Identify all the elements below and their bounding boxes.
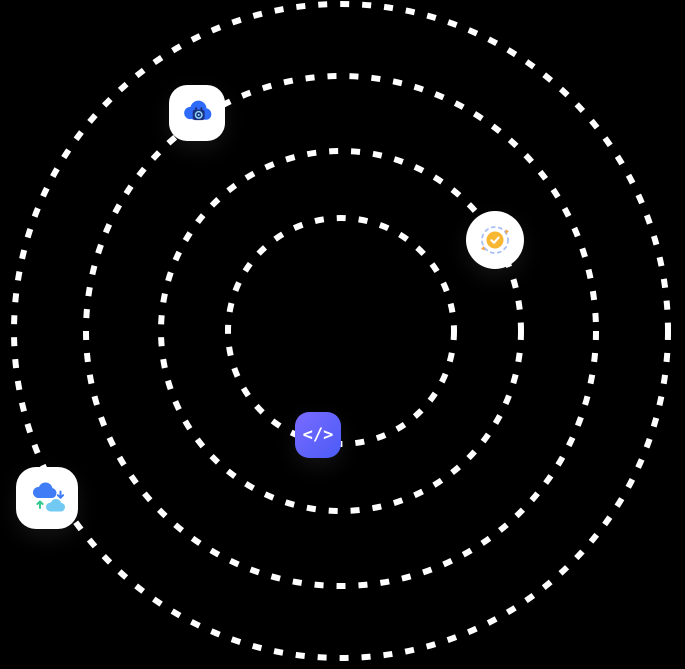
cloud-transfer-badge [16,467,78,529]
code-badge: </> [295,412,341,458]
clouds-sync-icon [33,482,65,512]
orbit-ring-third [83,73,599,589]
orbit-ring-outer [11,1,671,661]
clock-sync-icon [481,226,509,254]
orbit-ring-second [158,148,524,514]
orbit-ring-inner [225,215,457,447]
cloud-security-badge [169,85,225,141]
clock-sync-badge [466,211,524,269]
cloud-security-icon [184,100,212,121]
code-icon: </> [302,424,334,445]
